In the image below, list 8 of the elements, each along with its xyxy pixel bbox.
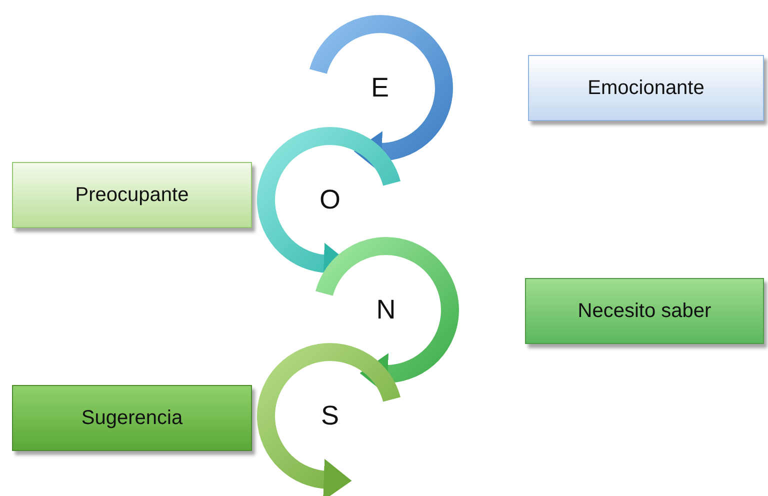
- label-box: Necesito saber: [525, 278, 764, 344]
- letter-label: E: [371, 74, 389, 102]
- label-box: Emocionante: [528, 55, 764, 121]
- letter-label: S: [321, 402, 339, 430]
- label-box: Sugerencia: [12, 385, 252, 451]
- label-box: Preocupante: [12, 162, 252, 228]
- letter-label: O: [320, 186, 340, 214]
- letter-label: N: [376, 296, 396, 324]
